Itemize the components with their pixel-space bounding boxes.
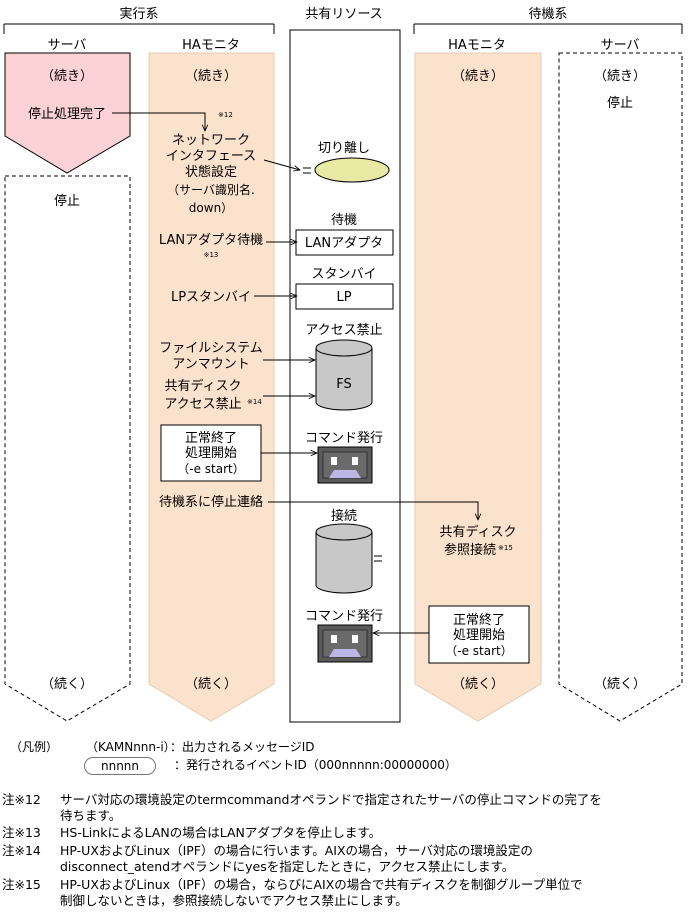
note15-mark-label: 注※15 [2,877,41,892]
network-line-4: （サーバ識別名. [167,182,255,197]
note12-mark: ※12 [218,111,233,119]
command-terminal-icon-2 [317,624,373,663]
active-ha-continued-bottom: （続く） [185,677,237,692]
fs-label: FS [336,377,352,392]
active-normal-end-box [160,424,262,482]
standby-label: 待機 [331,213,357,228]
network-line-2: インタフェース [166,149,256,164]
network-interface-ellipse [314,157,390,183]
lp-box [295,283,394,310]
connect-label: 接続 [331,508,357,524]
network-line-1: ネットワーク [172,133,250,148]
notify-standby-stop-label: 待機系に停止連絡 [159,494,263,510]
legend-event-desc: ：発行されるイベントID（000nnnnn:00000000） [174,758,457,772]
active-server-stopped-label: 停止 [54,193,80,209]
standby-server-continued-top: （続き） [594,69,646,84]
arrow-network-to-detach [263,159,300,170]
note14-line-1: HP-UXおよびLinux（IPF）の場合に行います。AIXの場合，サーバ対応の… [60,843,533,858]
arrow-stop-complete-to-network [112,112,205,131]
fs-unmount-line-2: アンマウント [172,357,249,372]
legend-message-id: （KAMNnnn-i） [86,740,176,754]
stop-process-complete-label: 停止処理完了 [28,106,106,122]
lan-adapter-label: LANアダプタ [305,236,383,251]
active-system-header: 実行系 [3,6,275,34]
legend-title: （凡例） [10,740,59,754]
arrow-notify-to-standby [268,501,478,520]
active-server-running-block [4,52,131,174]
note13-mark-label: 注※13 [2,825,41,840]
note15-line-1: HP-UXおよびLinux（IPF）の場合，ならびにAIXの場合で共有ディスクを… [60,877,583,892]
note15-mark: ※15 [498,544,513,552]
active-server-continued-top: （続き） [41,69,93,84]
active-server-continued-bottom: （続く） [41,677,93,692]
standby-normal-end-line-1: 正常終了 [453,612,505,628]
legend-and-notes: （凡例） （KAMNnnn-i） ：出力されるメッセージID nnnnn ：発行… [0,732,688,914]
disk-ref-connect-line-2: 参照接続 [444,542,496,558]
fs-unmount-line-1: ファイルシステム [159,341,263,356]
lp-standby-label: LPスタンバイ [171,290,251,305]
active-ha-lane [148,52,275,722]
network-line-3: 状態設定 [185,164,237,180]
active-server-column-label: サーバ [48,38,87,53]
note15-line-2: 制御しないときは，参照接続しないでアクセス禁止にします。 [60,893,408,908]
access-denied-label: アクセス禁止 [305,323,382,338]
lan-adapter-box [295,229,394,256]
disk-ref-connect-line-1: 共有ディスク [439,524,516,540]
standby-normal-end-line-2: 処理開始 [453,628,505,643]
note12-mark-label: 注※12 [2,792,41,807]
active-server-stopped-block [4,175,131,722]
standby-server-stopped-block [558,52,683,722]
note14-mark: ※14 [247,398,262,406]
standby-ha-lane [414,52,542,722]
standby-system-header: 待機系 [413,7,683,34]
disk-access-block-line-1: 共有ディスク [164,378,241,394]
fs-cylinder: FS [315,339,373,411]
active-ha-column-label: HAモニタ [182,38,240,53]
standby-normal-end-line-3: （-e start） [445,644,512,658]
standby-ha-column-label: HAモニタ [448,38,506,53]
standby-server-stopped-label: 停止 [607,95,633,111]
note14-mark-label: 注※14 [2,843,41,858]
legend-event-pill: nnnnn [84,757,156,775]
active-ha-continued-top: （続き） [185,69,237,84]
network-line-5: down） [189,201,233,215]
detach-label: 切り離し [318,141,370,156]
shared-disk-cylinder [315,523,382,594]
standby-normal-end-box [428,605,530,664]
command-issue-1-label: コマンド発行 [305,431,383,446]
note12-line-2: 待ちます。 [60,808,122,823]
shared-resources-label: 共有リソース [305,7,382,22]
note13-line-1: HS-LinkによるLANの場合はLANアダプタを停止します。 [60,825,382,840]
standby-server-column-label: サーバ [601,38,640,53]
standby-kana-label: スタンバイ [311,267,376,282]
active-normal-end-line-2: 処理開始 [185,446,237,461]
command-terminal-icon [317,446,373,484]
note12-line-1: サーバ対応の環境設定のtermcommandオペランドで指定されたサーバの停止コ… [60,792,602,807]
active-system-label: 実行系 [119,6,158,22]
lan-adapter-wait-label: LANアダプタ待機 [159,233,263,248]
network-interface-setting: ネットワーク インタフェース 状態設定 （サーバ識別名. down） [166,133,256,215]
standby-system-label: 待機系 [528,7,567,22]
standby-server-continued-bottom: （続く） [594,677,646,692]
disk-access-block-line-2: アクセス禁止 [164,397,241,412]
standby-ha-continued-bottom: （続く） [452,677,504,692]
lp-label: LP [336,290,351,305]
note14-line-2: disconnect_atendオペランドにyesを指定したときに，アクセス禁止… [60,859,515,874]
standby-ha-continued-top: （続き） [452,69,504,84]
command-issue-2-label: コマンド発行 [305,609,383,624]
active-normal-end-line-3: （-e start） [177,462,244,476]
active-normal-end-line-1: 正常終了 [185,430,237,446]
legend-message-desc: ：出力されるメッセージID [170,740,315,754]
ha-switchover-diagram: 実行系 共有リソース 待機系 サーバ HAモニタ HAモニタ サーバ （続き） … [3,6,683,723]
note13-mark: ※13 [204,251,219,259]
